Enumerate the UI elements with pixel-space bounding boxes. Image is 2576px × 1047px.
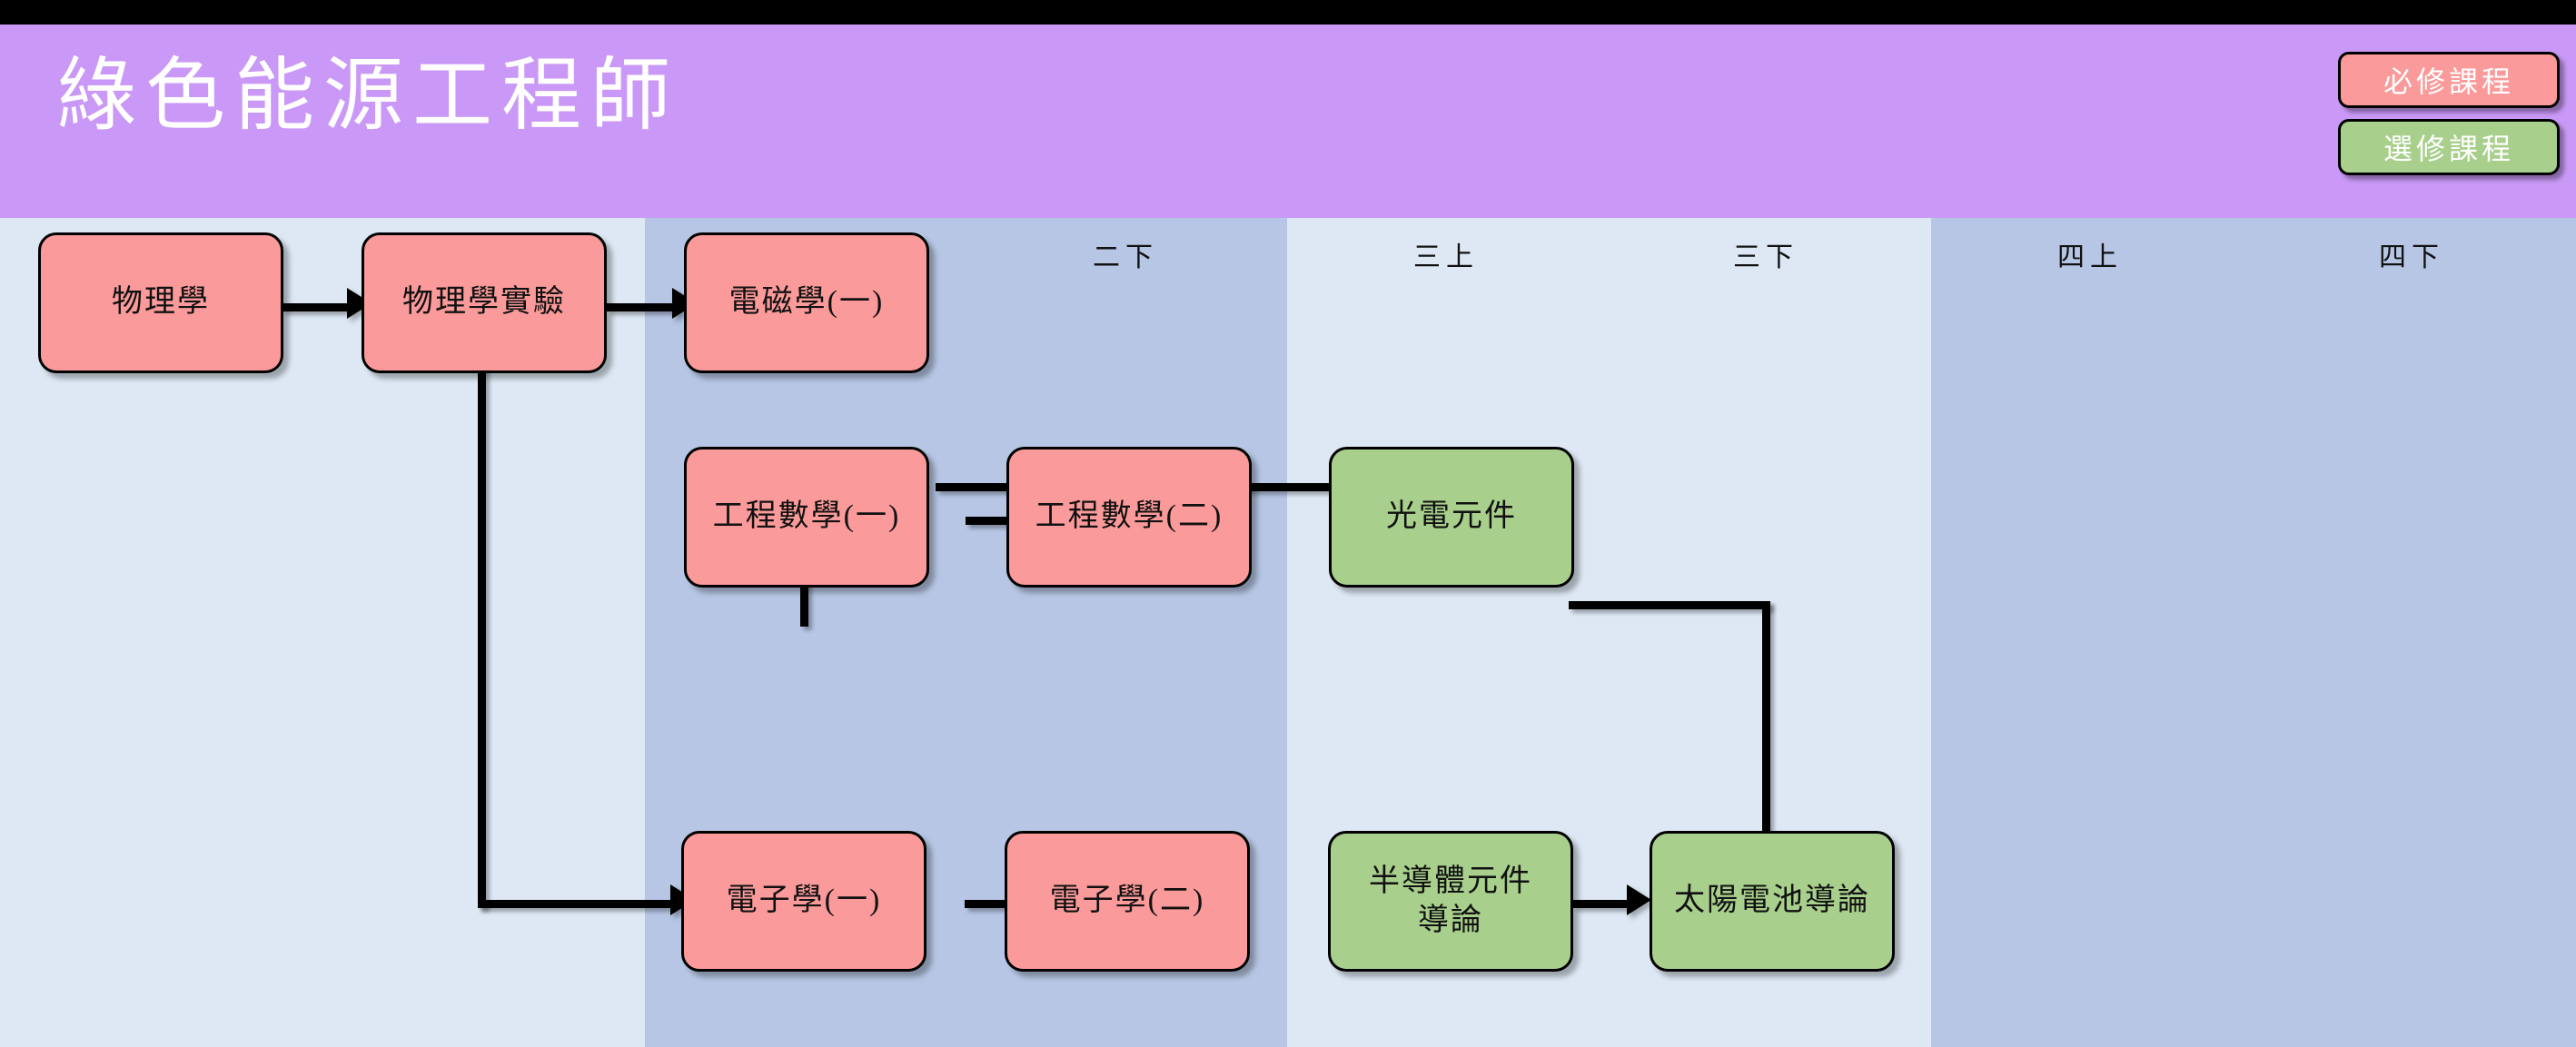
semester-header-4-2: 四下 [2379, 242, 2444, 272]
semester-header-2-2: 二下 [1093, 242, 1158, 272]
arrowhead-semiconductor-to-solarcell [1627, 884, 1651, 915]
edge-electronics1-to-electronics2 [965, 900, 1030, 908]
edge-physics-to-physics-lab [282, 303, 350, 311]
course-node-solarcell[interactable]: 太陽電池導論 [1650, 831, 1895, 972]
edge-physics-lab-to-electronics1 [478, 900, 673, 908]
legend: 必修課程 選修課程 [2338, 52, 2565, 175]
course-node-semiconductor[interactable]: 半導體元件 導論 [1328, 831, 1573, 972]
edge-semiconductor-to-solarcell [1573, 900, 1630, 908]
semester-header-3-1: 三上 [1413, 242, 1479, 272]
edge-optoelectronic-to-solarcell [1762, 601, 1770, 842]
semester-header-4-1: 四上 [2057, 242, 2123, 272]
edge-physics-lab-down [478, 348, 486, 908]
page-header: 綠色能源工程師 必修課程 選修課程 [0, 25, 2576, 218]
edge-engmath1-to-engmath2 [966, 517, 1031, 525]
course-node-em1[interactable]: 電磁學(一) [684, 232, 929, 373]
course-node-electronics1[interactable]: 電子學(一) [681, 831, 926, 972]
edge-optoelectronic-right [1569, 601, 1770, 609]
prerequisite-flow: 物理學 物理學實驗 電磁學(一) 工程數學(一) 工程數學(二) 光電元件 電子… [0, 218, 2576, 1047]
edge-physics-lab-to-em1 [607, 303, 675, 311]
course-node-physics[interactable]: 物理學 [38, 232, 283, 373]
course-node-physics-lab[interactable]: 物理學實驗 [362, 232, 607, 373]
course-node-electronics2[interactable]: 電子學(二) [1005, 831, 1250, 972]
semester-header-3-2: 三下 [1733, 242, 1798, 272]
course-node-engmath2[interactable]: 工程數學(二) [1006, 447, 1252, 588]
course-node-optoelectronic[interactable]: 光電元件 [1329, 447, 1574, 588]
legend-elective-course[interactable]: 選修課程 [2338, 119, 2560, 175]
band-year4: 四上 四下 [1931, 218, 2576, 1047]
page-title: 綠色能源工程師 [56, 53, 680, 141]
course-node-engmath1[interactable]: 工程數學(一) [684, 447, 929, 588]
top-black-strip [0, 0, 2576, 25]
legend-required-course[interactable]: 必修課程 [2338, 52, 2560, 108]
